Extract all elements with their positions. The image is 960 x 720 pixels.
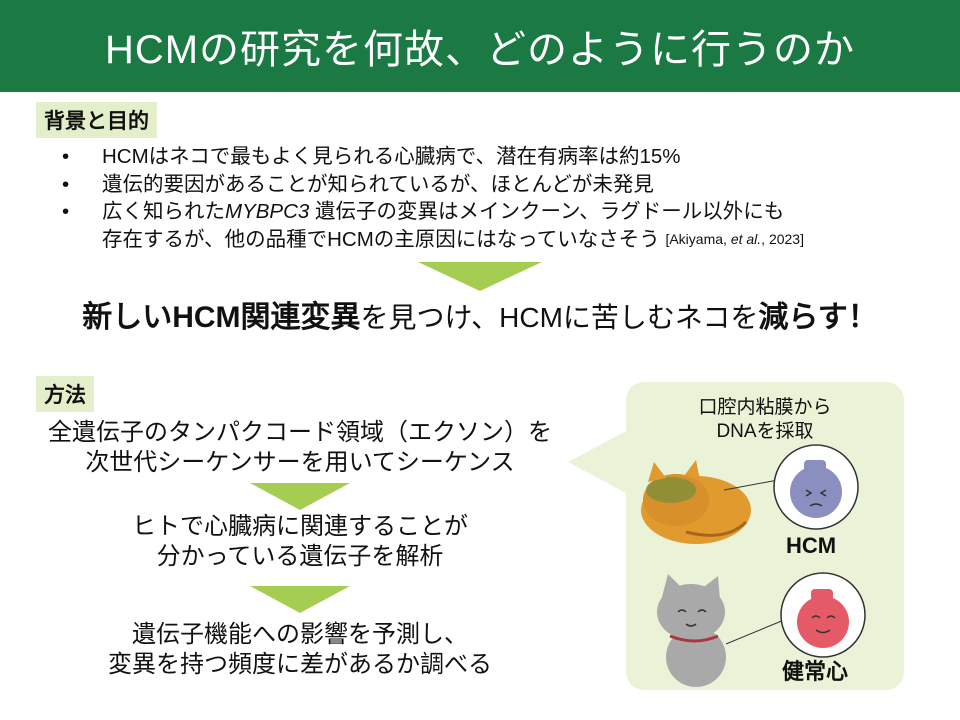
goal-statement: 新しいHCM関連変異を見つけ、HCMに苦しむネコを減らす！ xyxy=(82,301,878,334)
bullet-text: 遺伝的要因があることが知られているが、ほとんどが未発見 xyxy=(102,172,654,196)
bullet-item: •遺伝的要因があることが知られているが、ほとんどが未発見 xyxy=(62,171,804,199)
bullet-text: HCMはネコで最もよく見られる心臓病で、潜在有病率は約15% xyxy=(102,145,681,168)
method-label: 方法 xyxy=(36,376,94,412)
background-bullets: •HCMはネコで最もよく見られる心臓病で、潜在有病率は約15% •遺伝的要因があ… xyxy=(62,143,804,253)
background-label: 背景と目的 xyxy=(36,102,157,138)
down-arrow-icon xyxy=(418,262,542,291)
slide-title: HCMの研究を何故、どのように行うのか xyxy=(104,28,856,72)
hcm-heart-bubble-icon xyxy=(773,444,859,530)
slide-header: HCMの研究を何故、どのように行うのか xyxy=(0,0,960,92)
bullet-item: •広く知られたMYBPC3 遺伝子の変異はメインクーン、ラグドール以外にも xyxy=(62,198,804,226)
sick-cat-icon xyxy=(641,460,751,544)
callout-pointer xyxy=(568,430,628,494)
citation: [Akiyama, et al., 2023] xyxy=(665,230,804,247)
bullet-text: 存在するが、他の品種でHCMの主原因にはなっていなさそう xyxy=(102,227,660,251)
method-step-2: ヒトで心臓病に関連することが分かっている遺伝子を解析 xyxy=(132,513,468,570)
healthy-heart-bubble-icon xyxy=(780,572,866,658)
method-step-3: 遺伝子機能への影響を予測し、変異を持つ頻度に差があるか調べる xyxy=(108,621,492,678)
down-arrow-icon xyxy=(250,586,350,613)
healthy-heart-label: 健常心 xyxy=(782,659,849,684)
hcm-label: HCM xyxy=(786,533,837,558)
cats-illustration xyxy=(641,444,866,687)
bullet-text: 広く知られたMYBPC3 遺伝子の変異はメインクーン、ラグドール以外にも xyxy=(102,200,785,223)
healthy-cat-icon xyxy=(657,574,726,687)
gene-name: MYBPC3 xyxy=(225,200,310,223)
bullet-item: •HCMはネコで最もよく見られる心臓病で、潜在有病率は約15% xyxy=(62,143,804,171)
method-step-1: 全遺伝子のタンパクコード領域（エクソン）を次世代シーケンサーを用いてシーケンス xyxy=(48,419,552,476)
bullet-item-continuation: 存在するが、他の品種でHCMの主原因にはなっていなさそう [Akiyama, e… xyxy=(62,226,804,254)
down-arrow-icon xyxy=(250,483,350,510)
